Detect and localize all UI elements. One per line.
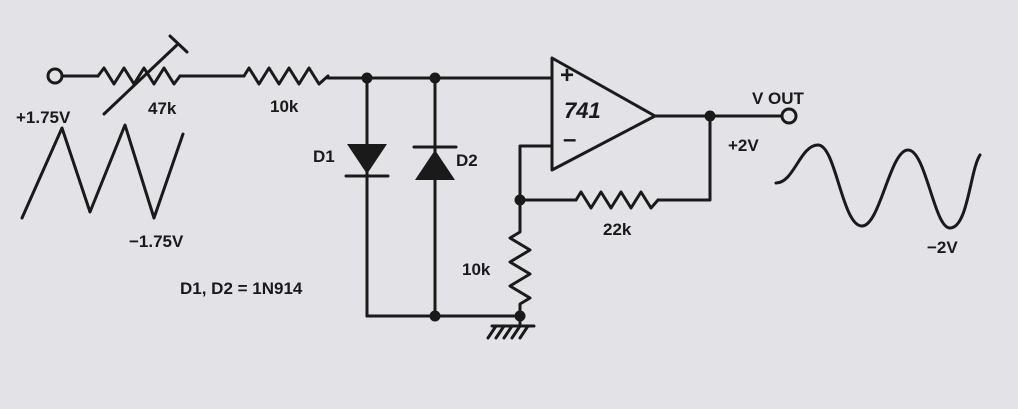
d2-label: D2 (456, 151, 478, 170)
output-terminal (780, 107, 798, 125)
output-sine-wave-icon (774, 143, 982, 230)
feedback-resistor-22k (574, 190, 660, 210)
ground-icon (486, 314, 536, 340)
opamp-minus-sign: – (563, 126, 577, 153)
out-low-label: −2V (927, 238, 958, 257)
series-resistor-10k (242, 66, 330, 86)
potentiometer-wiper (102, 42, 180, 116)
vout-label: V OUT (752, 89, 804, 108)
d1-label: D1 (313, 147, 335, 166)
out-high-label: +2V (728, 136, 759, 155)
opamp-741-icon (550, 56, 657, 172)
pot-label: 47k (148, 99, 177, 118)
input-high-label: +1.75V (16, 108, 71, 127)
opamp-plus-sign: + (560, 62, 575, 89)
d2-diode-icon (415, 150, 455, 180)
potentiometer-wiper-tick (168, 34, 189, 54)
inverting-input-wire (518, 144, 554, 202)
potentiometer-47k (96, 66, 182, 86)
feedback-right-wire (656, 114, 712, 202)
input-low-label: −1.75V (129, 232, 184, 251)
feedback-resistor-label: 22k (603, 220, 632, 239)
ground-resistor-label: 10k (462, 260, 491, 279)
input-terminal (46, 67, 64, 85)
ground-resistor-10k (508, 198, 532, 318)
junction-d2-bottom (429, 310, 441, 322)
opamp-label: 741 (564, 98, 601, 123)
diode-note: D1, D2 = 1N914 (180, 279, 303, 298)
d1-diode-icon (347, 144, 387, 174)
series-resistor-label: 10k (270, 97, 299, 116)
input-triangle-wave-icon (20, 123, 185, 220)
